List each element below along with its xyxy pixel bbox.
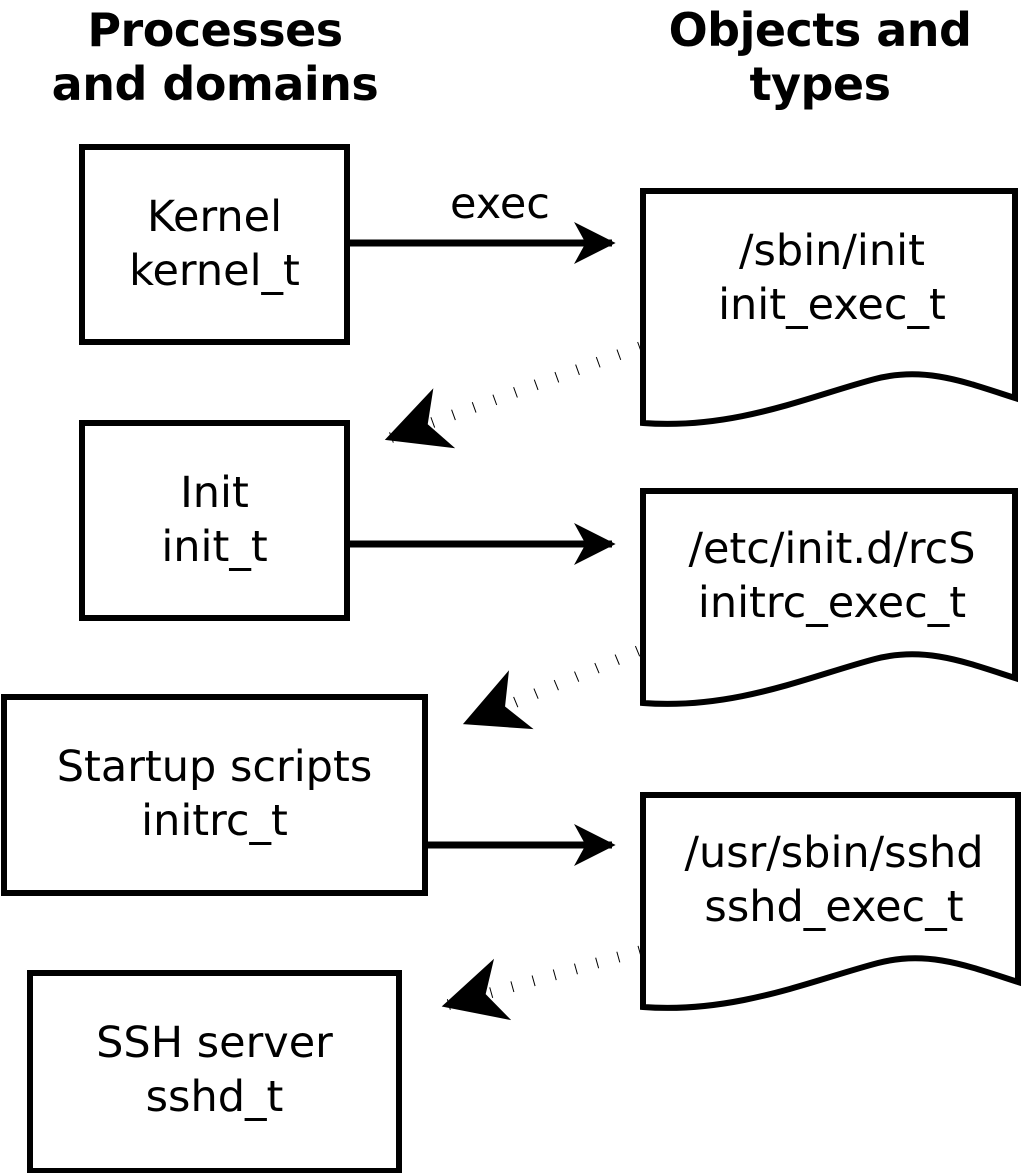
process-node-kernel-shape[interactable] bbox=[79, 144, 350, 345]
edge-init-exec-to-init[interactable] bbox=[384, 341, 642, 449]
edge-initrc-exec-to-initrc[interactable] bbox=[462, 645, 641, 730]
process-node-sshd-shape[interactable] bbox=[27, 970, 402, 1173]
object-node-sshd-exec-shape[interactable] bbox=[640, 792, 1021, 1011]
column-header-processes: Processes and domains bbox=[51, 3, 379, 111]
object-node-initrc-exec-shape[interactable] bbox=[640, 488, 1018, 707]
object-node-init-exec-shape[interactable] bbox=[640, 188, 1018, 427]
column-header-objects: Objects and types bbox=[668, 3, 972, 111]
edge-sshd-exec-to-sshd[interactable] bbox=[441, 945, 642, 1021]
process-node-init-shape[interactable] bbox=[79, 420, 350, 621]
process-node-initrc-shape[interactable] bbox=[1, 694, 428, 896]
edge-label-exec: exec bbox=[450, 179, 550, 229]
